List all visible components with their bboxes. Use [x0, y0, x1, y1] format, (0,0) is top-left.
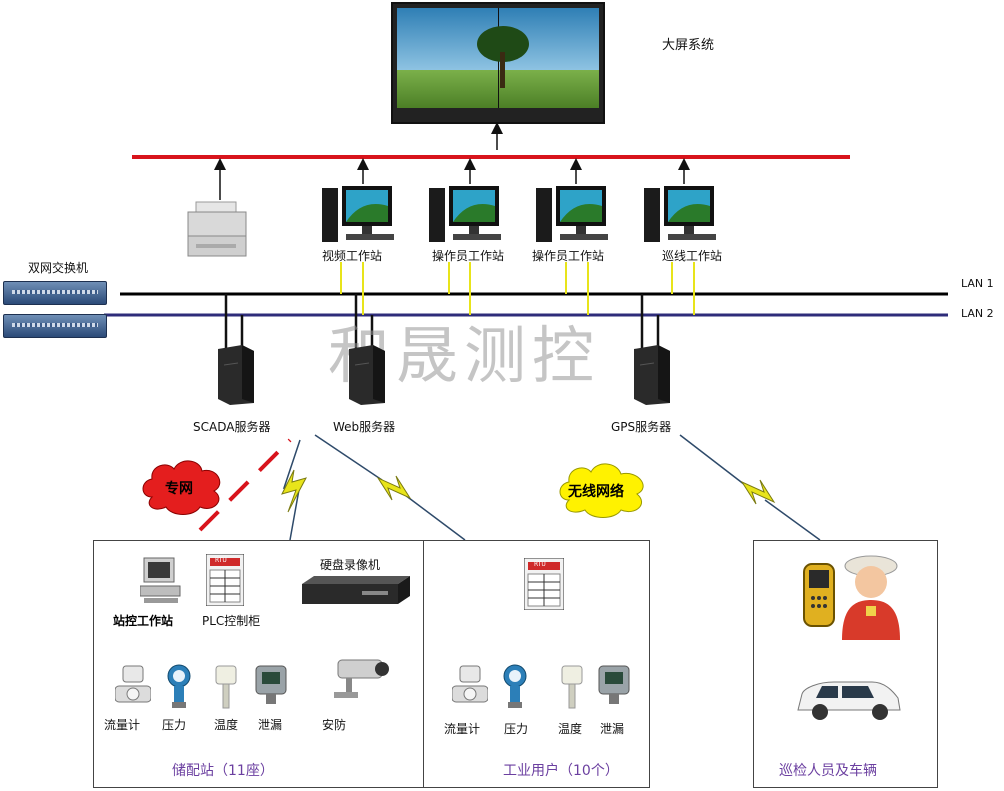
station-sensor-pressure: 压力: [162, 718, 187, 732]
workstation-label-patrol: 巡线工作站: [662, 249, 723, 263]
station-sensor-leak: 泄漏: [258, 718, 283, 732]
wireless-network-label: 无线网络: [568, 484, 624, 500]
temperature-sensor-icon: [215, 665, 237, 709]
station-title: 储配站（11座）: [172, 763, 274, 779]
workstation-icon: [536, 186, 608, 242]
workstation-label-video: 视频工作站: [322, 249, 383, 263]
station-sensor-temperature: 温度: [214, 718, 239, 732]
workstation-icon: [644, 186, 716, 242]
big-screen-label: 大屏系统: [662, 38, 715, 53]
flowmeter-icon: [452, 665, 488, 703]
workstation-label-operator-2: 操作员工作站: [532, 249, 605, 263]
plc-cabinet-icon: [206, 554, 244, 606]
station-workstation-label: 站控工作站: [113, 614, 174, 628]
patrol-vehicle-icon: [797, 681, 901, 720]
server-label-scada: SCADA服务器: [193, 420, 271, 434]
network-switch-icon: [3, 314, 107, 338]
security-camera-icon: [334, 659, 389, 698]
private-network-cloud-icon: [142, 460, 221, 515]
industrial-rtu-tag: RTU: [534, 561, 546, 568]
pressure-transmitter-icon: [167, 664, 191, 708]
lan1-label: LAN 1: [961, 277, 994, 290]
workstation-icon: [322, 186, 394, 242]
server-icon: [349, 345, 385, 405]
security-label: 安防: [322, 718, 347, 732]
industrial-sensor-temperature: 温度: [558, 722, 583, 736]
network-switch-icon: [3, 281, 107, 305]
server-icon: [634, 345, 670, 405]
station-sensor-flow: 流量计: [104, 718, 141, 732]
gps-handheld-icon: [803, 563, 835, 627]
workstation-icon: [429, 186, 501, 242]
lan2-label: LAN 2: [961, 307, 994, 320]
patrol-box: [753, 540, 938, 788]
industrial-sensor-pressure: 压力: [504, 722, 529, 736]
flowmeter-icon: [115, 665, 151, 703]
dvr-icon: [302, 576, 410, 604]
temperature-sensor-icon: [561, 665, 583, 709]
patrol-title: 巡检人员及车辆: [779, 763, 877, 779]
station-computer-icon: [140, 557, 181, 603]
server-label-web: Web服务器: [333, 420, 396, 434]
leak-detector-icon: [255, 665, 287, 704]
dvr-label: 硬盘录像机: [320, 558, 381, 572]
leak-detector-icon: [598, 665, 630, 704]
industrial-sensor-leak: 泄漏: [600, 722, 625, 736]
plc-rtu-tag: RTU: [215, 557, 227, 564]
plc-label: PLC控制柜: [202, 614, 261, 628]
big-screen-display: [391, 2, 605, 124]
server-icon: [218, 345, 254, 405]
private-network-label: 专网: [165, 481, 193, 497]
switch-label: 双网交换机: [28, 261, 89, 275]
pressure-transmitter-icon: [503, 664, 527, 708]
server-label-gps: GPS服务器: [611, 420, 672, 434]
patrol-worker-icon: [842, 555, 900, 640]
industrial-sensor-flow: 流量计: [444, 722, 481, 736]
workstation-label-operator-1: 操作员工作站: [432, 249, 505, 263]
tree-icon: [477, 26, 529, 88]
rtu-cabinet-icon: [524, 558, 564, 610]
printer-icon: [187, 201, 247, 257]
wireless-cloud-icon: [559, 463, 644, 518]
industrial-title: 工业用户（10个）: [503, 763, 619, 779]
